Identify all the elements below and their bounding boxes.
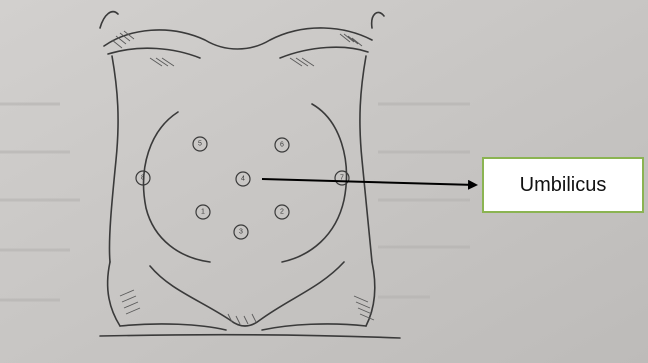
marker-label-5: 5 bbox=[198, 141, 202, 148]
umbilicus-callout-box: Umbilicus bbox=[482, 157, 644, 213]
marker-label-4: 4 bbox=[241, 176, 245, 183]
umbilicus-label: Umbilicus bbox=[520, 174, 607, 197]
marker-label-8: 8 bbox=[141, 175, 145, 182]
marker-label-1: 1 bbox=[201, 209, 205, 216]
marker-label-6: 6 bbox=[280, 142, 284, 149]
marker-label-2: 2 bbox=[280, 209, 284, 216]
marker-label-3: 3 bbox=[239, 229, 243, 236]
